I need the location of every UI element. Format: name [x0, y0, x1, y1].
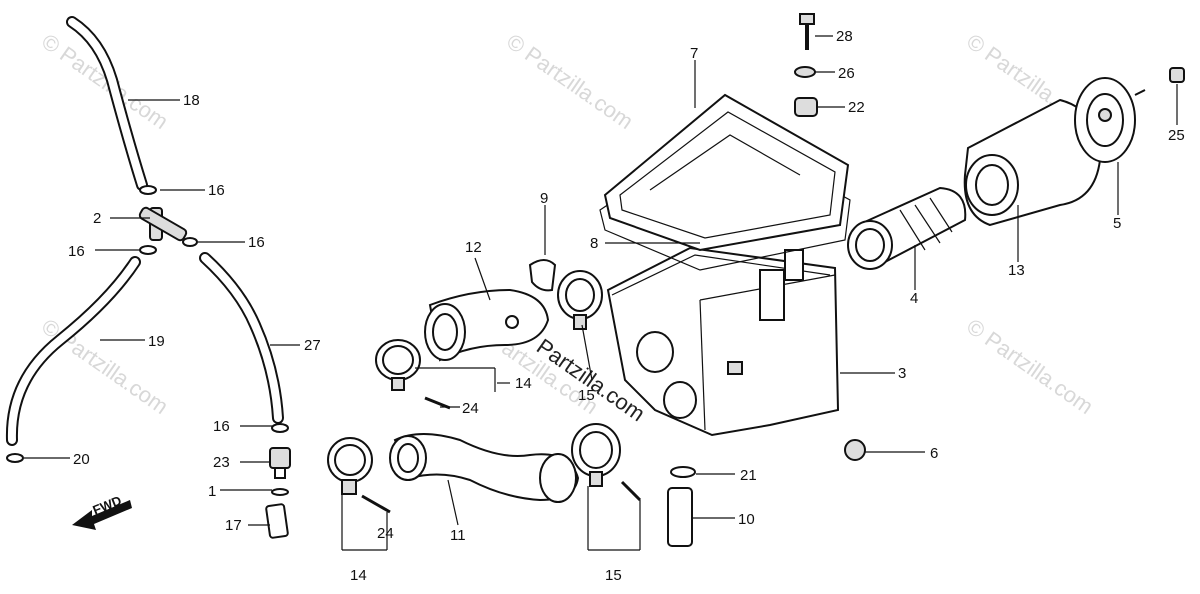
clamp-15-lower — [571, 423, 621, 487]
drain-fitting-23 — [269, 447, 291, 496]
clamp-14-lower — [327, 437, 373, 495]
screws-24 — [361, 396, 642, 514]
callout-26: 26 — [838, 65, 855, 82]
callout-4: 4 — [910, 290, 918, 307]
callout-9: 9 — [540, 190, 548, 207]
callout-11: 11 — [450, 527, 466, 544]
filter-element-4 — [847, 186, 967, 270]
callout-15: 15 — [605, 567, 622, 584]
callout-21: 21 — [740, 467, 757, 484]
callout-labels: 18 16 2 16 16 19 27 20 16 23 1 17 12 14 … — [68, 28, 1185, 584]
drain-plug-17 — [265, 503, 289, 539]
air-cleaner-case-3 — [606, 246, 840, 437]
callout-22: 22 — [848, 99, 865, 116]
clamp-15-upper — [557, 270, 603, 330]
clip-9 — [528, 259, 557, 292]
callout-24: 24 — [462, 400, 479, 417]
band-21 — [670, 466, 696, 478]
callout-24: 24 — [377, 525, 394, 542]
callout-13: 13 — [1008, 262, 1025, 279]
hose-19 — [5, 256, 141, 446]
callout-8: 8 — [590, 235, 598, 252]
callout-27: 27 — [304, 337, 321, 354]
callout-7: 7 — [690, 45, 698, 62]
callout-14: 14 — [515, 375, 532, 392]
watermark: © Partzilla.com — [502, 29, 638, 135]
clips-16 — [6, 185, 289, 463]
callout-25: 25 — [1168, 127, 1185, 144]
callout-16: 16 — [208, 182, 225, 199]
callout-1: 1 — [208, 483, 216, 500]
watermark: © Partzilla.com — [962, 314, 1098, 420]
intake-duct-11 — [389, 433, 580, 503]
callout-16: 16 — [68, 243, 85, 260]
callout-16: 16 — [248, 234, 265, 251]
watermark: © Partzilla.com — [37, 29, 173, 135]
grommet-22 — [794, 97, 818, 117]
leader-lines — [24, 35, 1178, 551]
callout-3: 3 — [898, 365, 906, 382]
callout-28: 28 — [836, 28, 853, 45]
callout-2: 2 — [93, 210, 101, 227]
callout-14: 14 — [350, 567, 367, 584]
connecting-tube-12 — [424, 288, 550, 362]
nut-25 — [1169, 67, 1185, 83]
watermark: © Partzilla.com — [37, 314, 173, 420]
hose-18 — [66, 16, 148, 191]
tube-10 — [667, 487, 693, 547]
callout-23: 23 — [213, 454, 230, 471]
tee-joint-2 — [138, 206, 188, 242]
callout-15: 15 — [578, 387, 595, 404]
callout-20: 20 — [73, 451, 90, 468]
clamp-14-upper — [375, 339, 421, 391]
bolt-28 — [799, 13, 815, 50]
callout-6: 6 — [930, 445, 938, 462]
callout-5: 5 — [1113, 215, 1121, 232]
cap-5 — [1074, 77, 1146, 163]
cover-7 — [603, 93, 850, 252]
callout-19: 19 — [148, 333, 165, 350]
callout-10: 10 — [738, 511, 755, 528]
callout-18: 18 — [183, 92, 200, 109]
callout-17: 17 — [225, 517, 242, 534]
fwd-arrow: FWD — [72, 493, 132, 530]
filter-13 — [963, 98, 1102, 227]
grommet-6 — [844, 439, 866, 461]
hose-27 — [199, 252, 284, 424]
callout-16: 16 — [213, 418, 230, 435]
callout-12: 12 — [465, 239, 482, 256]
washer-26 — [794, 66, 816, 78]
